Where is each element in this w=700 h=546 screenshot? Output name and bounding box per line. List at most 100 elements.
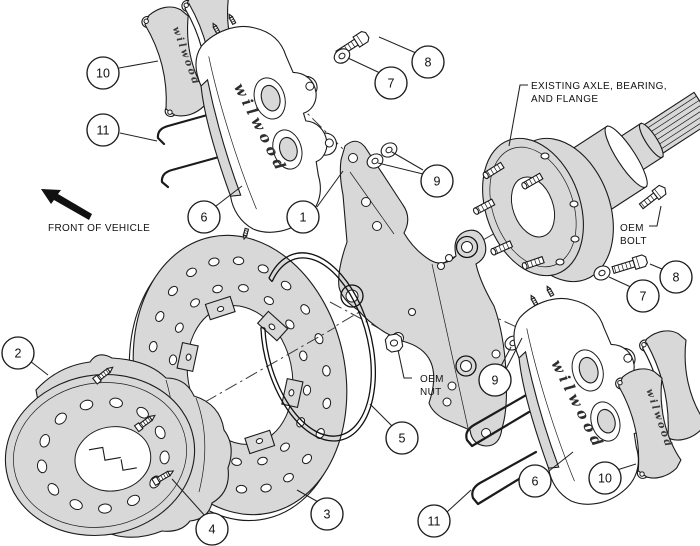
hub-face [4, 373, 196, 537]
oem-bolt-label-line2: BOLT [620, 236, 647, 247]
oem-bolt-part [638, 184, 667, 210]
callout-4: 4 [195, 512, 229, 546]
callout-5: 5 [385, 421, 419, 455]
flange-bolt-head [555, 258, 565, 266]
axle-assembly [471, 91, 700, 283]
caliper-mounting-bracket [338, 140, 508, 447]
mount-bolt-right [611, 254, 648, 274]
callout-2: 2 [1, 336, 35, 370]
bracket-boss [455, 355, 477, 377]
pad-retainer-clip [160, 155, 221, 189]
bracket-hole [442, 397, 452, 407]
rotor-drill-hole [299, 350, 308, 362]
bracket-hole [361, 197, 371, 207]
bracket-hole [348, 153, 358, 163]
svg-text:2: 2 [15, 347, 22, 361]
callout-10-right: 10 [588, 461, 622, 495]
rotor-drill-hole [302, 384, 312, 396]
existing-axle-label-line1: EXISTING AXLE, BEARING, [531, 81, 667, 92]
flange-bolt-head [570, 235, 580, 243]
pad-retainer-clip [465, 392, 531, 448]
hub-hole [159, 450, 170, 465]
rotor-mount-tab [176, 341, 199, 373]
pad-retainer-clip [471, 450, 539, 506]
callout-1: 1 [286, 200, 320, 234]
rotor-drill-hole [285, 319, 295, 330]
flange-bolt-head [569, 200, 579, 208]
oem-bolt-leader [649, 205, 662, 227]
svg-text:3: 3 [324, 508, 331, 522]
svg-text:8: 8 [425, 56, 432, 70]
bracket-hole [461, 241, 473, 253]
svg-text:6: 6 [201, 211, 208, 225]
bleed-screw [226, 12, 237, 26]
svg-text:4: 4 [209, 523, 216, 537]
brake-caliper-right: wilwood [513, 284, 656, 505]
rotor-mount-tab [256, 310, 289, 342]
hub-hole [98, 503, 112, 514]
rotor-drill-hole [280, 442, 290, 452]
bleed-screw [544, 284, 555, 298]
callout-9-right: 9 [478, 363, 512, 397]
callout-11-left: 11 [86, 113, 120, 147]
bracket-boss [340, 284, 364, 308]
rotor-drill-hole [263, 296, 274, 306]
rotor-drill-hole [190, 298, 200, 308]
rotor-drill-hole [238, 284, 249, 293]
rotor-drill-hole [300, 304, 311, 315]
hub-hole [39, 434, 51, 448]
svg-text:8: 8 [673, 271, 680, 285]
rotor-drill-hole [296, 417, 306, 428]
rotor-drill-hole [260, 483, 272, 493]
rotor-drill-hole [235, 484, 248, 494]
bleed-screw [528, 293, 539, 307]
oem-nut-label-line1: OEM [420, 374, 444, 385]
rotor-drill-hole [167, 285, 179, 297]
rotor-drill-hole [232, 256, 245, 266]
rotor-drill-hole [148, 340, 158, 353]
hub-drum [4, 354, 232, 538]
hub-hole [47, 483, 60, 496]
pad-retainer-clip [156, 105, 238, 146]
svg-text:10: 10 [598, 472, 612, 486]
callout-6-left: 6 [187, 200, 221, 234]
rotor-drill-hole [280, 280, 292, 291]
existing-axle-label-line2: AND FLANGE [531, 94, 598, 105]
snap-ring [260, 252, 376, 442]
hub-hole [69, 499, 83, 511]
bracket-hole [491, 349, 501, 359]
hub-hole [36, 459, 48, 474]
rotor-mount-tab [204, 295, 236, 321]
rotor-drill-hole [322, 365, 331, 377]
hub-hole [154, 425, 166, 440]
callout-6-right: 6 [518, 464, 552, 498]
svg-text:1: 1 [300, 211, 307, 225]
callout-9-top: 9 [420, 164, 454, 198]
front-of-vehicle-arrow [41, 189, 92, 220]
axle-label-leader [508, 84, 528, 147]
flange-bolt-head [540, 152, 550, 160]
svg-text:9: 9 [434, 175, 441, 189]
oem-bolt-label-line1: OEM [620, 223, 644, 234]
oem-nut-axis-line [329, 301, 398, 339]
brake-caliper-left: wilwood [195, 12, 338, 241]
rotor-drill-hole [174, 322, 184, 333]
bracket-boss [455, 235, 479, 259]
callout-10-left: 10 [86, 56, 120, 90]
rotor-drill-hole [283, 472, 294, 483]
oem-nut-part [384, 333, 404, 353]
callout-7-right: 7 [626, 279, 660, 313]
brake-pad-right-outer: wilwood [615, 368, 682, 479]
axle-shaft [554, 91, 700, 221]
oem-nut-leader [397, 349, 412, 379]
annotations: FRONT OF VEHICLE EXISTING AXLE, BEARING,… [41, 81, 667, 398]
rotor-drill-hole [314, 333, 324, 345]
rotor-mount-tab [281, 377, 304, 409]
rotor-drill-hole [231, 457, 242, 466]
callout-8-right: 8 [659, 260, 693, 294]
svg-text:7: 7 [640, 290, 647, 304]
rotor-drill-hole [208, 257, 220, 267]
svg-text:10: 10 [96, 67, 110, 81]
oem-nut-label-line2: NUT [420, 387, 442, 398]
